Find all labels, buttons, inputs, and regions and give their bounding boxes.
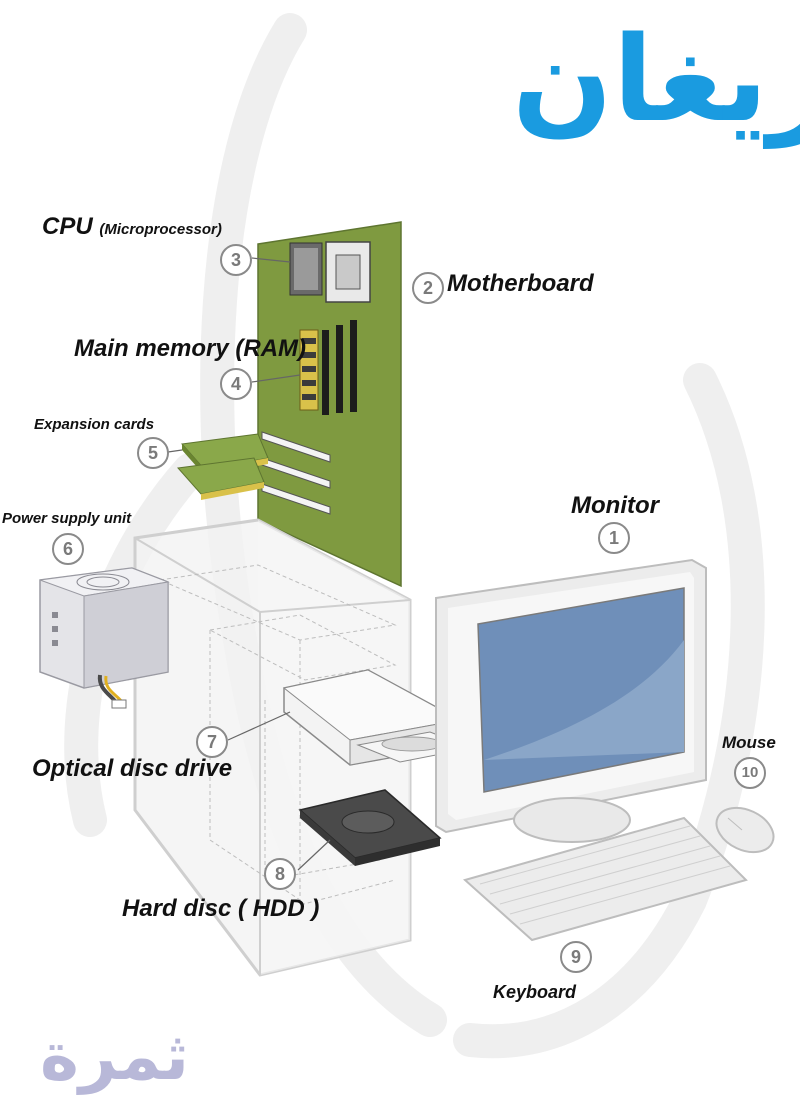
optical-drive-unit bbox=[282, 669, 474, 766]
callout-number-10: 10 bbox=[734, 757, 766, 789]
label-cpu: CPU (Microprocessor) bbox=[42, 213, 222, 241]
callout-number-7: 7 bbox=[196, 726, 228, 758]
label-main-memory: Main memory (RAM) bbox=[74, 335, 307, 362]
callout-number-5: 5 bbox=[137, 437, 169, 469]
label-expansion-cards: Expansion cards bbox=[34, 416, 155, 433]
label-power-supply: Power supply unit bbox=[2, 510, 132, 527]
monitor-unit bbox=[435, 558, 707, 843]
keyboard-unit bbox=[462, 816, 748, 942]
power-supply-box bbox=[39, 567, 170, 709]
label-motherboard: Motherboard bbox=[447, 270, 594, 297]
label-cpu-sublabel: (Microprocessor) bbox=[99, 221, 222, 238]
callout-number-3: 3 bbox=[220, 244, 252, 276]
callout-number-9: 9 bbox=[560, 941, 592, 973]
label-optical-disc-drive: Optical disc drive bbox=[32, 755, 233, 782]
callout-number-4: 4 bbox=[220, 368, 252, 400]
expansion-cards bbox=[177, 433, 269, 500]
label-mouse: Mouse bbox=[722, 733, 776, 752]
label-monitor: Monitor bbox=[571, 492, 659, 519]
motherboard-board bbox=[257, 221, 402, 588]
callout-number-8: 8 bbox=[264, 858, 296, 890]
label-keyboard: Keyboard bbox=[493, 982, 577, 1002]
callout-number-1: 1 bbox=[598, 522, 630, 554]
brand-logo: ريغان bbox=[512, 10, 800, 148]
callout-number-2: 2 bbox=[412, 272, 444, 304]
mouse-unit bbox=[715, 806, 775, 854]
label-hard-disc: Hard disc ( HDD ) bbox=[122, 895, 320, 922]
callout-number-6: 6 bbox=[52, 533, 84, 565]
label-cpu-text: CPU bbox=[42, 213, 93, 240]
hard-disc-unit bbox=[298, 789, 442, 866]
watermark-logo: ثمرة bbox=[40, 1018, 190, 1095]
